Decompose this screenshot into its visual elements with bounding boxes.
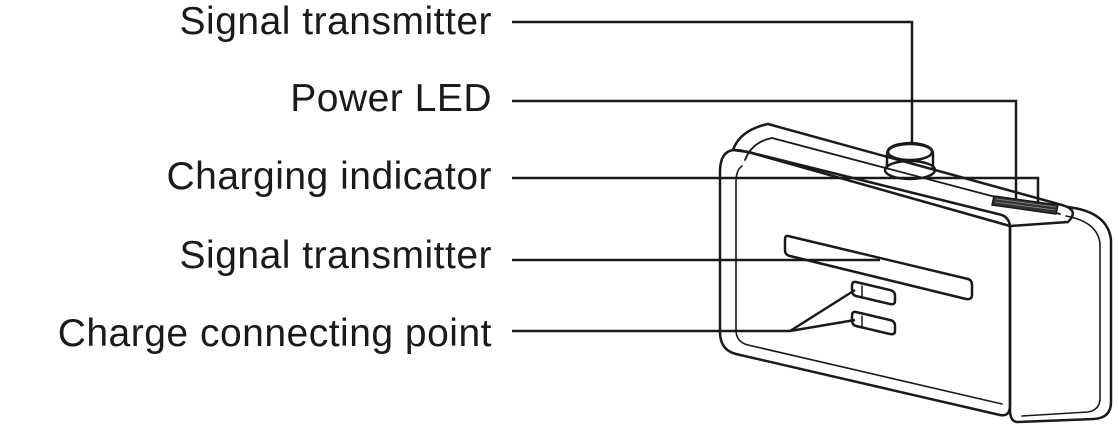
dock-right-bevel [1021,215,1101,417]
leader-charge-connecting-point [512,288,856,333]
label-signal-transmitter-top: Signal transmitter [179,0,492,43]
leader-power-led [512,99,1018,200]
top-transmitter-button-cap [886,142,934,162]
label-power-led: Power LED [290,77,492,120]
label-charge-connecting-point: Charge connecting point [57,312,492,355]
label-signal-transmitter-front: Signal transmitter [179,234,492,277]
dock-right-face [1008,205,1113,424]
charge-contact-lower [850,310,897,336]
dock-top-bevel [744,137,1061,215]
front-signal-window [783,234,974,301]
leader-signal-transmitter-top [512,20,914,143]
dock-top-surface [731,122,1075,228]
power-led-grille [991,195,1059,215]
charge-contact-upper [850,280,897,306]
leader-charging-indicator [512,176,1040,204]
label-charging-indicator: Charging indicator [166,155,492,198]
